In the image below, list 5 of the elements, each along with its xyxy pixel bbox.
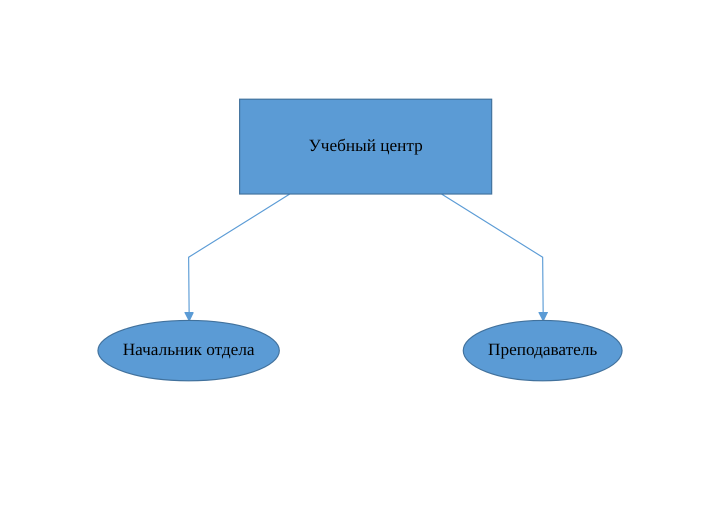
arrow: [441, 194, 548, 322]
node-ellipse: Преподаватель: [462, 320, 623, 382]
node-ellipse: Начальник отдела: [97, 320, 280, 382]
arrow: [184, 194, 290, 322]
node-box: Учебный центр: [239, 98, 492, 195]
